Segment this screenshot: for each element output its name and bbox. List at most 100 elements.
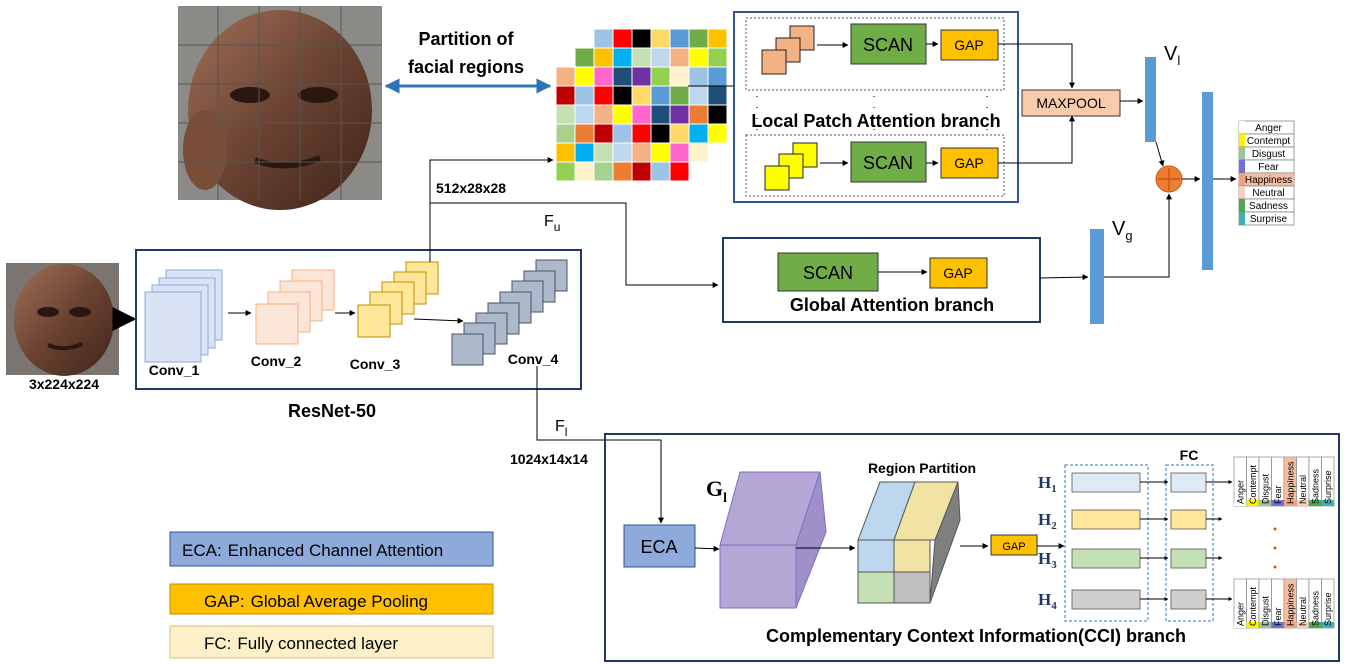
conv4-label: Conv_4 bbox=[508, 351, 559, 367]
cci-emotion-label: Surprise bbox=[1323, 470, 1333, 504]
patch-cell bbox=[669, 47, 690, 68]
patch-cell bbox=[650, 47, 671, 68]
cci-branch-title: Complementary Context Information(CCI) b… bbox=[766, 626, 1186, 646]
patch-cell bbox=[612, 66, 633, 87]
patch-cell bbox=[650, 161, 671, 182]
cci-emotion-label: Neutral bbox=[1298, 475, 1308, 504]
emotion-color-swatch bbox=[1239, 212, 1245, 225]
patch-cell bbox=[707, 104, 728, 125]
patch-cell bbox=[612, 123, 633, 144]
cci-emotion-swatch bbox=[1296, 500, 1309, 506]
patch-cell bbox=[631, 104, 652, 125]
patch-cell bbox=[612, 28, 633, 49]
h-vector bbox=[1071, 509, 1141, 530]
local-scan-label-top: SCAN bbox=[863, 35, 913, 55]
fc-block bbox=[1170, 472, 1207, 493]
patch-cell bbox=[593, 47, 614, 68]
h-vector bbox=[1071, 472, 1141, 493]
patch-cell bbox=[574, 123, 595, 144]
patch-cell bbox=[688, 66, 709, 87]
patch-cell bbox=[669, 104, 690, 125]
g-label: Gl bbox=[706, 476, 727, 506]
cci-emotion-swatch bbox=[1321, 500, 1334, 506]
fc-block bbox=[1170, 548, 1207, 569]
emotion-label: Happiness bbox=[1245, 175, 1292, 186]
patch-cell bbox=[707, 85, 728, 106]
patch-cell bbox=[555, 66, 576, 87]
patch-cell bbox=[555, 142, 576, 163]
emotion-color-swatch bbox=[1239, 199, 1245, 212]
patch-cell bbox=[574, 161, 595, 182]
cci-emotion-highlight bbox=[1284, 579, 1297, 628]
legend-gap: GAP:Global Average Pooling bbox=[204, 592, 428, 611]
input-face-image bbox=[6, 263, 119, 376]
patch-cell bbox=[688, 28, 709, 49]
emotion-label: Neutral bbox=[1252, 188, 1284, 199]
fusion-plus-icon bbox=[1155, 165, 1183, 193]
input-size-label: 3x224x224 bbox=[29, 376, 99, 392]
region-partition-label: Region Partition bbox=[868, 460, 976, 476]
cci-emotion-swatch bbox=[1271, 500, 1284, 506]
global-feature-vector-bar bbox=[1090, 229, 1104, 324]
patch-cell bbox=[669, 66, 690, 87]
cci-emotion-label: Disgust bbox=[1260, 595, 1270, 626]
cci-emotion-swatch bbox=[1321, 622, 1334, 628]
local-feature-vector-bar bbox=[1145, 57, 1156, 142]
patch-cell bbox=[669, 28, 690, 49]
patch-cell bbox=[593, 142, 614, 163]
emotion-color-swatch bbox=[1239, 160, 1245, 173]
cci-emotion-label: Sadness bbox=[1310, 468, 1320, 504]
patch-cell bbox=[650, 85, 671, 106]
eca-block bbox=[623, 524, 696, 568]
patch-cell bbox=[612, 104, 633, 125]
emotion-color-swatch bbox=[1239, 121, 1245, 134]
maxpool-block bbox=[1021, 89, 1121, 117]
emotion-label: Fear bbox=[1258, 162, 1279, 173]
cci-emotion-label: Contempt bbox=[1248, 464, 1258, 504]
h-label: H2 bbox=[1038, 510, 1057, 532]
patch-cell bbox=[669, 85, 690, 106]
cci-emotion-label: Happiness bbox=[1285, 461, 1295, 504]
conv1-label: Conv_1 bbox=[149, 362, 200, 378]
patch-cell bbox=[555, 161, 576, 182]
local-patch-attention-branch: SCAN GAP SCAN GAP Local Patch Attention … bbox=[733, 11, 1019, 203]
emotion-class-list: AngerContemptDisgustFearHappinessNeutral… bbox=[1238, 120, 1295, 226]
partitioned-face-image bbox=[178, 6, 382, 210]
patch-cell bbox=[555, 123, 576, 144]
emotion-label: Sadness bbox=[1249, 201, 1288, 212]
patch-cell bbox=[688, 123, 709, 144]
cci-emotion-label: Disgust bbox=[1260, 473, 1270, 504]
patch-cell bbox=[612, 161, 633, 182]
conv2-label: Conv_2 bbox=[251, 353, 302, 369]
h-label: H4 bbox=[1038, 590, 1057, 612]
resnet-backbone: Conv_1 Conv_2 Conv_3 bbox=[135, 249, 582, 390]
patch-cell bbox=[631, 85, 652, 106]
patch-cell bbox=[669, 142, 690, 163]
feature-u-label: Fu bbox=[544, 213, 560, 234]
partition-label-line1: Partition of bbox=[419, 29, 515, 49]
backbone-title: ResNet-50 bbox=[288, 401, 376, 421]
global-branch-connector bbox=[430, 202, 719, 288]
cci-emotion-swatch bbox=[1296, 622, 1309, 628]
patch-cell bbox=[593, 28, 614, 49]
patch-cell bbox=[688, 142, 709, 163]
fused-feature-vector-bar bbox=[1202, 92, 1213, 270]
conv3-to-grid-connector bbox=[429, 157, 554, 262]
patch-cell bbox=[688, 85, 709, 106]
h-label: H1 bbox=[1038, 473, 1057, 495]
cci-emotion-swatch bbox=[1246, 500, 1259, 506]
patch-cell bbox=[688, 104, 709, 125]
patch-cell bbox=[631, 66, 652, 87]
cci-emotion-highlight bbox=[1284, 457, 1297, 506]
patch-cell bbox=[669, 161, 690, 182]
cci-emotion-label: Contempt bbox=[1248, 586, 1258, 626]
patch-cell bbox=[593, 104, 614, 125]
patch-cell bbox=[631, 123, 652, 144]
cci-emotion-swatch bbox=[1234, 500, 1247, 506]
patch-cell bbox=[650, 66, 671, 87]
cci-emotion-label: Neutral bbox=[1298, 597, 1308, 626]
cci-emotion-swatch bbox=[1234, 622, 1247, 628]
emotion-color-swatch bbox=[1239, 186, 1245, 199]
